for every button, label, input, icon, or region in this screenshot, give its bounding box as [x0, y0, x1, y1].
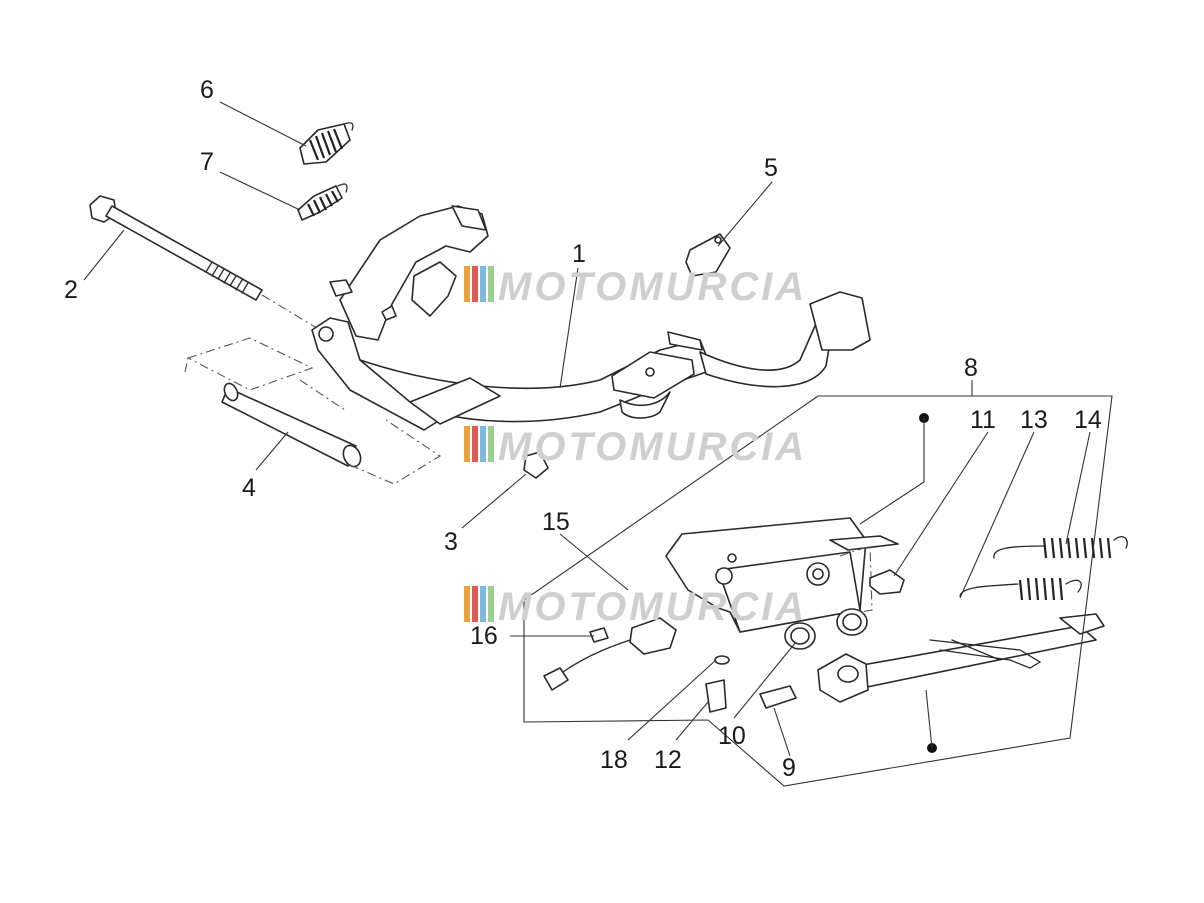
spring-7	[297, 183, 348, 221]
watermark-bottom: MOTOMURCIA	[464, 585, 807, 629]
callout-13: 13	[1020, 406, 1048, 434]
watermark-middle: MOTOMURCIA	[464, 425, 807, 469]
watermark-text: MOTOMURCIA	[498, 425, 807, 469]
spring-13	[959, 577, 1082, 601]
callout-1: 1	[572, 240, 586, 268]
callout-5: 5	[764, 154, 778, 182]
tube-4	[221, 382, 362, 468]
spring-14	[993, 536, 1128, 559]
spring-6	[299, 122, 354, 165]
callout-12: 12	[654, 746, 682, 774]
callout-18: 18	[600, 746, 628, 774]
center-stand-1	[311, 205, 871, 479]
bolt-2	[89, 195, 263, 301]
side-stand-assembly-8	[543, 413, 1105, 753]
leader-lines	[83, 101, 1113, 787]
callout-10: 10	[718, 722, 746, 750]
watermark-text: MOTOMURCIA	[498, 265, 807, 309]
watermark-stripe	[464, 266, 470, 302]
callout-9: 9	[782, 754, 796, 782]
callout-15: 15	[542, 508, 570, 536]
watermark-top: MOTOMURCIA	[464, 265, 807, 309]
callout-labels: 6 7 2 1 5 4 3 8 11 13 14 15 16 18 12 10 …	[64, 76, 1102, 782]
callout-16: 16	[470, 622, 498, 650]
callout-8: 8	[964, 354, 978, 382]
callout-2: 2	[64, 276, 78, 304]
callout-14: 14	[1074, 406, 1102, 434]
callout-11: 11	[970, 406, 996, 434]
callout-6: 6	[200, 76, 214, 104]
callout-4: 4	[242, 474, 256, 502]
callout-7: 7	[200, 148, 214, 176]
watermark-text: MOTOMURCIA	[498, 585, 807, 629]
callout-3: 3	[444, 528, 458, 556]
